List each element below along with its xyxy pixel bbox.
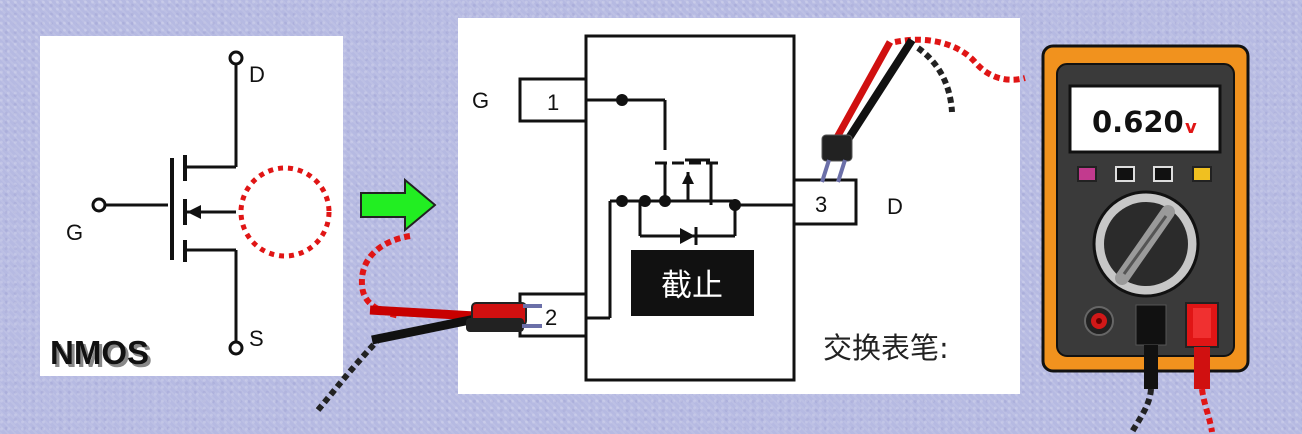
nmos-title-shadow: NMOS bbox=[53, 337, 152, 374]
nmos-title: NMOS bbox=[50, 334, 149, 371]
nmos-label-d: D bbox=[249, 62, 265, 87]
chip-label-d: D bbox=[887, 194, 903, 219]
chip-label-g: G bbox=[472, 88, 489, 113]
source-terminal bbox=[228, 340, 244, 356]
junction-dots bbox=[616, 94, 741, 211]
body-arrow-icon bbox=[187, 205, 201, 219]
multimeter-dial[interactable] bbox=[1092, 190, 1200, 298]
chip-pin-1 bbox=[518, 77, 588, 123]
multimeter-reading: 0.620 bbox=[1092, 105, 1184, 139]
multimeter-jacks bbox=[1084, 302, 1219, 348]
multimeter-lead-black bbox=[1129, 345, 1158, 434]
multimeter-unit: v bbox=[1185, 117, 1197, 138]
chip-pin2-label: 2 bbox=[545, 305, 557, 330]
probe-tip-right bbox=[820, 134, 853, 183]
caption-text: 交换表笔: bbox=[823, 331, 949, 365]
probe-wire-red-right bbox=[826, 36, 1026, 152]
gate-terminal bbox=[91, 197, 107, 213]
multimeter-indicator-lights bbox=[1077, 166, 1212, 182]
nmos-symbol bbox=[91, 50, 244, 356]
probe-tip-left bbox=[466, 302, 542, 332]
chip-pin3-label: 3 bbox=[815, 192, 827, 217]
state-label-box bbox=[631, 250, 754, 316]
green-arrow-icon bbox=[360, 177, 437, 233]
drain-terminal bbox=[228, 50, 244, 66]
chip-pin-3 bbox=[792, 178, 858, 226]
diode-icon bbox=[680, 227, 698, 245]
dashed-circle-highlight bbox=[238, 165, 332, 259]
probe-wire-black-right bbox=[834, 37, 955, 158]
chip-pin1-label: 1 bbox=[547, 90, 559, 115]
nmos-label-g: G bbox=[66, 220, 83, 245]
nmos-label-s: S bbox=[249, 326, 264, 351]
multimeter-display bbox=[1068, 84, 1222, 154]
chip-body bbox=[584, 34, 796, 382]
probe-wire-black-left bbox=[315, 313, 481, 412]
multimeter-lead-red bbox=[1194, 347, 1215, 433]
probe-wire-red-left bbox=[358, 233, 476, 321]
state-label: 截止 bbox=[661, 268, 723, 304]
nmos-symbol-panel bbox=[40, 36, 343, 376]
channel-arrow-icon bbox=[682, 172, 694, 184]
